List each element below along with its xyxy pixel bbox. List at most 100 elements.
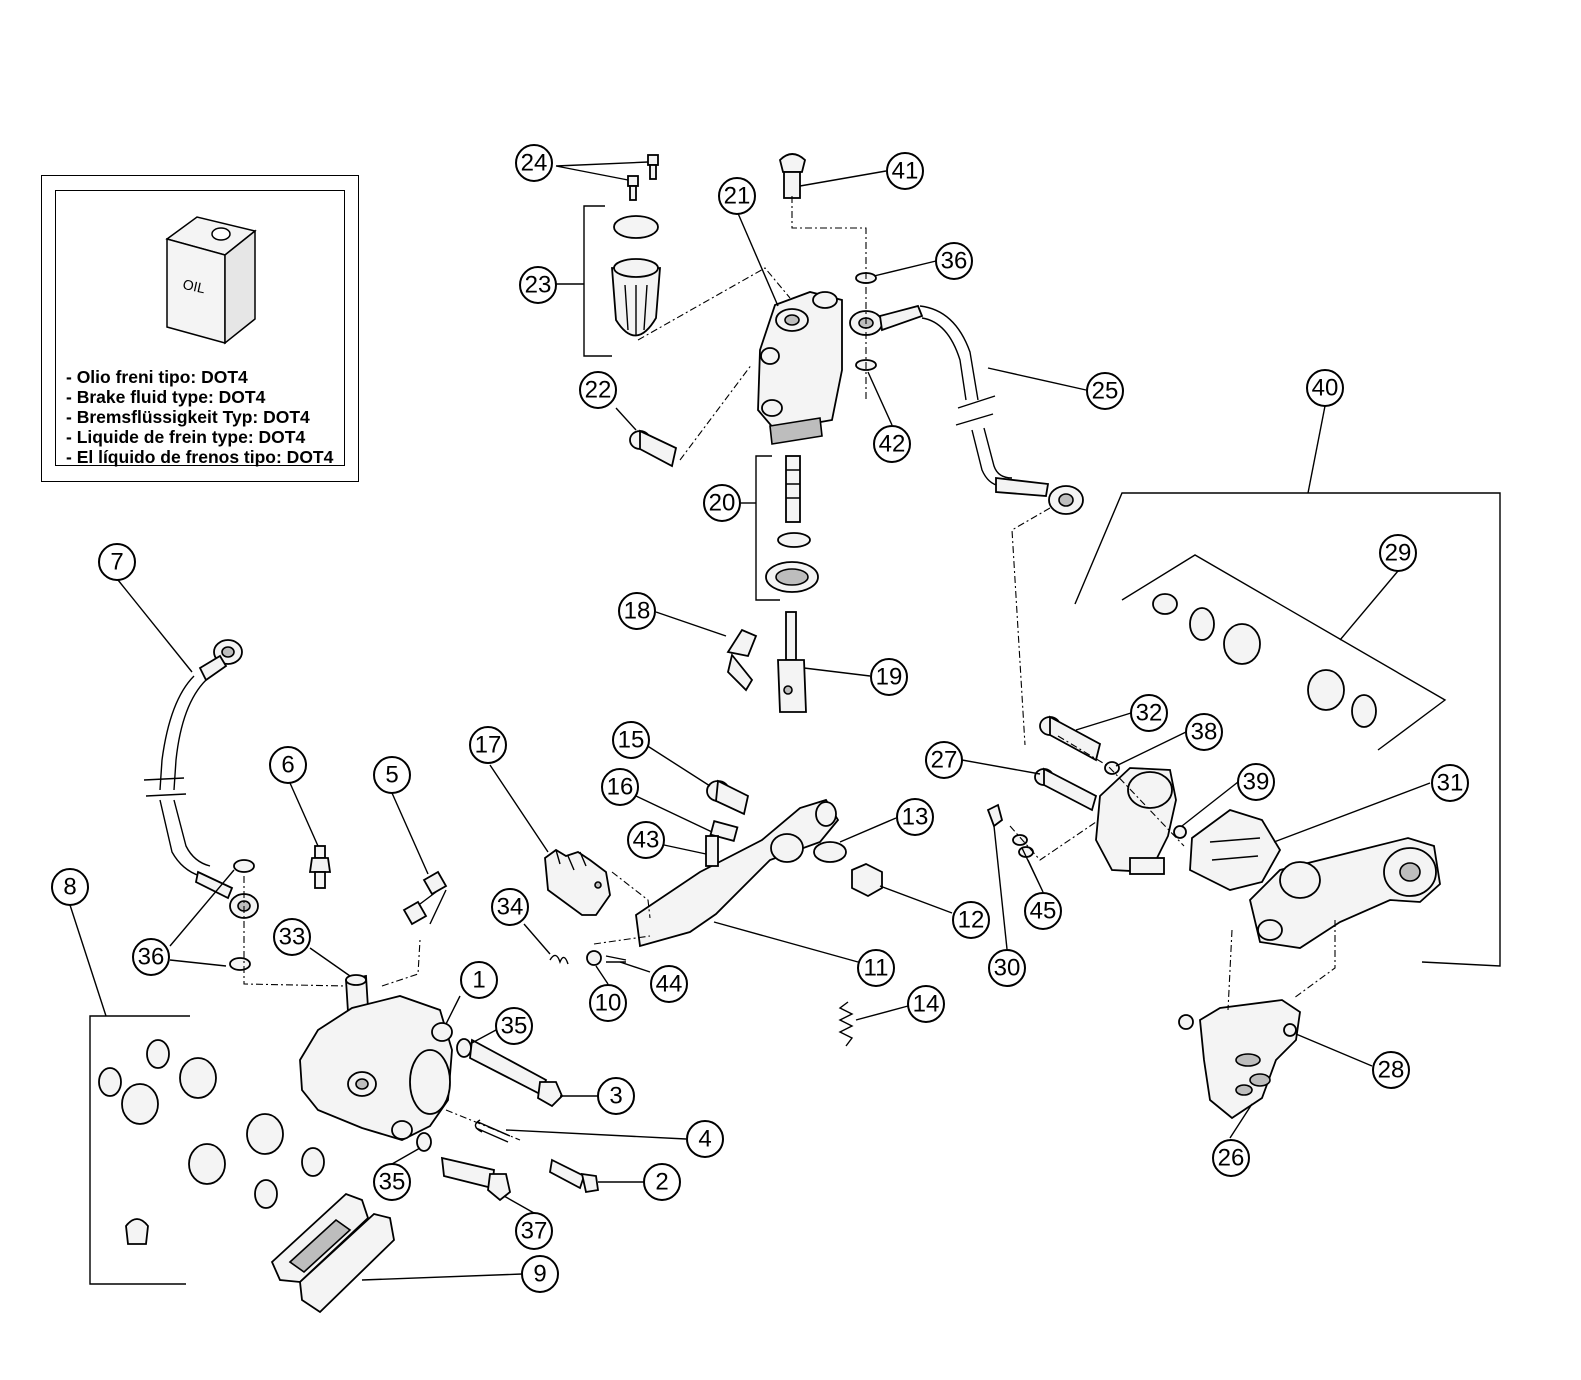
svg-text:36: 36 bbox=[138, 944, 165, 971]
pedal-tip bbox=[544, 848, 611, 916]
master-cylinder-group bbox=[583, 153, 1084, 746]
front-caliper-body bbox=[299, 995, 453, 1141]
callout-27: 27 bbox=[925, 741, 963, 779]
svg-text:35: 35 bbox=[379, 1169, 406, 1196]
svg-text:11: 11 bbox=[864, 955, 889, 982]
svg-text:38: 38 bbox=[1191, 719, 1218, 746]
brake-pedal-group bbox=[544, 779, 883, 1047]
rear-brake-pads bbox=[1189, 809, 1282, 891]
legend-line-italian: - Olio freni tipo: DOT4 bbox=[66, 367, 248, 387]
oil-can-label: OIL bbox=[181, 276, 207, 296]
svg-text:20: 20 bbox=[709, 490, 736, 517]
pedal-bushing bbox=[813, 841, 847, 863]
rear-caliper-group bbox=[986, 492, 1501, 1120]
svg-text:37: 37 bbox=[521, 1218, 548, 1245]
callout-4: 4 bbox=[686, 1120, 724, 1158]
cotter-pin bbox=[605, 955, 627, 963]
pedal-pivot-bolt bbox=[706, 779, 750, 816]
fluid-reservoir bbox=[611, 215, 661, 337]
svg-text:34: 34 bbox=[497, 894, 524, 921]
callout-36-front: 36 bbox=[132, 938, 170, 976]
svg-text:26: 26 bbox=[1218, 1145, 1245, 1172]
callout-21: 21 bbox=[718, 177, 756, 215]
master-cylinder-body bbox=[757, 291, 843, 445]
svg-text:24: 24 bbox=[521, 150, 548, 177]
legend-line-spanish: - El líquido de frenos tipo: DOT4 bbox=[66, 447, 334, 467]
piston-kit bbox=[765, 455, 819, 593]
callout-10: 10 bbox=[589, 984, 627, 1022]
brake-pedal-lever bbox=[635, 798, 840, 948]
svg-text:25: 25 bbox=[1092, 378, 1119, 405]
svg-text:7: 7 bbox=[110, 549, 123, 576]
master-cylinder-cap bbox=[779, 153, 807, 199]
legend-line-german: - Bremsflüssigkeit Typ: DOT4 bbox=[66, 407, 310, 427]
clip bbox=[726, 628, 758, 692]
svg-text:8: 8 bbox=[63, 874, 76, 901]
svg-text:1: 1 bbox=[472, 967, 485, 994]
callout-6: 6 bbox=[269, 746, 307, 784]
front-washer-upper bbox=[233, 859, 255, 873]
svg-text:16: 16 bbox=[607, 774, 634, 801]
pedal-washer bbox=[586, 950, 602, 966]
callout-3: 3 bbox=[597, 1077, 635, 1115]
callout-45: 45 bbox=[1024, 892, 1062, 930]
svg-text:3: 3 bbox=[609, 1083, 622, 1110]
svg-text:40: 40 bbox=[1312, 375, 1339, 402]
svg-text:15: 15 bbox=[618, 727, 645, 754]
callout-18: 18 bbox=[618, 592, 656, 630]
callout-43: 43 bbox=[627, 821, 665, 859]
svg-text:18: 18 bbox=[624, 598, 651, 625]
pad-spring bbox=[402, 870, 448, 926]
callout-36-rear: 36 bbox=[935, 242, 973, 280]
svg-text:5: 5 bbox=[385, 762, 398, 789]
small-spring bbox=[549, 954, 569, 965]
svg-text:35: 35 bbox=[501, 1013, 528, 1040]
callout-35-upper: 35 bbox=[495, 1007, 533, 1045]
svg-text:42: 42 bbox=[879, 431, 906, 458]
svg-text:44: 44 bbox=[656, 971, 683, 998]
front-brake-hose bbox=[143, 639, 259, 919]
svg-text:23: 23 bbox=[525, 272, 552, 299]
push-rod bbox=[777, 611, 807, 713]
pedal-nut bbox=[851, 863, 883, 898]
svg-text:32: 32 bbox=[1136, 700, 1163, 727]
callout-38: 38 bbox=[1185, 713, 1223, 751]
svg-text:14: 14 bbox=[913, 991, 940, 1018]
legend-line-english: - Brake fluid type: DOT4 bbox=[66, 387, 266, 407]
callout-40: 40 bbox=[1306, 369, 1344, 407]
callout-32: 32 bbox=[1130, 694, 1168, 732]
callout-1: 1 bbox=[460, 961, 498, 999]
return-spring bbox=[838, 1001, 854, 1047]
svg-text:33: 33 bbox=[279, 924, 306, 951]
callout-30: 30 bbox=[988, 949, 1026, 987]
svg-text:36: 36 bbox=[941, 248, 968, 275]
callout-17: 17 bbox=[469, 726, 507, 764]
callout-31: 31 bbox=[1431, 764, 1469, 802]
svg-text:4: 4 bbox=[698, 1126, 711, 1153]
adjuster-bolt bbox=[705, 820, 739, 867]
pad-pin bbox=[549, 1158, 600, 1194]
reservoir-screws bbox=[627, 154, 659, 201]
callout-16: 16 bbox=[601, 768, 639, 806]
callout-28: 28 bbox=[1372, 1051, 1410, 1089]
brake-fluid-legend: OIL - Olio freni tipo: DOT4 - Brake flui… bbox=[41, 175, 359, 482]
svg-text:12: 12 bbox=[958, 907, 985, 934]
svg-text:41: 41 bbox=[892, 158, 919, 185]
legend-text-lines: - Olio freni tipo: DOT4 - Brake fluid ty… bbox=[66, 367, 333, 467]
legend-line-french: - Liquide de frein type: DOT4 bbox=[66, 427, 306, 447]
svg-text:13: 13 bbox=[902, 804, 929, 831]
callout-24: 24 bbox=[515, 144, 553, 182]
callout-5: 5 bbox=[373, 756, 411, 794]
callout-12: 12 bbox=[952, 901, 990, 939]
callout-2: 2 bbox=[643, 1163, 681, 1201]
callout-37: 37 bbox=[515, 1212, 553, 1250]
svg-text:22: 22 bbox=[585, 377, 612, 404]
front-brake-pads bbox=[270, 1192, 395, 1314]
svg-text:45: 45 bbox=[1030, 898, 1057, 925]
callout-22: 22 bbox=[579, 371, 617, 409]
callout-25: 25 bbox=[1086, 372, 1124, 410]
callout-11: 11 bbox=[857, 949, 895, 987]
svg-text:6: 6 bbox=[281, 752, 294, 779]
bleed-screw bbox=[308, 845, 332, 889]
